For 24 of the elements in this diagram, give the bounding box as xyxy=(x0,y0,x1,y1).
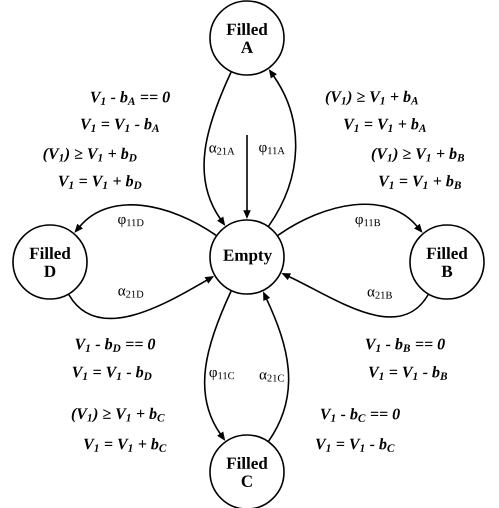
condition-label: V$_{1}$ = V$_{1}$ - b$_{C}$ xyxy=(316,438,395,452)
condition-label: V$_{1}$ - b$_{A}$ == 0 xyxy=(90,91,170,105)
condition-label: V$_{1}$ - b$_{C}$ == 0 xyxy=(320,408,400,422)
edge-label: α$_{21B}$ xyxy=(368,289,392,299)
condition-label: V$_{1}$ = V$_{1}$ + b$_{B}$ xyxy=(379,175,461,189)
condition-label: V$_{1}$ = V$_{1}$ - b$_{A}$ xyxy=(80,118,160,132)
condition-label: (V$_{1}$) ≥ V$_{1}$ + b$_{B}$ xyxy=(372,148,464,162)
condition-label: V$_{1}$ - b$_{D}$ == 0 xyxy=(75,338,156,352)
condition-label: (V$_{1}$) ≥ V$_{1}$ + b$_{D}$ xyxy=(43,148,137,162)
condition-label: V$_{1}$ = V$_{1}$ - b$_{D}$ xyxy=(72,366,152,380)
edge-label: α$_{21A}$ xyxy=(209,145,235,155)
edge-label: φ$_{11C}$ xyxy=(209,370,234,380)
condition-label: V$_{1}$ = V$_{1}$ + b$_{A}$ xyxy=(344,118,426,132)
edge-label: φ$_{11A}$ xyxy=(259,144,285,156)
condition-label: V$_{1}$ - b$_{B}$ == 0 xyxy=(366,338,445,352)
condition-label: V$_{1}$ = V$_{1}$ + b$_{D}$ xyxy=(58,175,142,189)
condition-label: (V$_{1}$) ≥ V$_{1}$ + b$_{C}$ xyxy=(72,408,165,422)
edge-label: α$_{21D}$ xyxy=(118,288,144,298)
edge-label: φ$_{11D}$ xyxy=(118,216,144,228)
condition-label: (V$_{1}$) ≥ V$_{1}$ + b$_{A}$ xyxy=(326,90,418,106)
condition-label: V$_{1}$ = V$_{1}$ - b$_{B}$ xyxy=(368,366,448,380)
edge-label: α$_{21C}$ xyxy=(260,372,284,382)
edge-label: φ$_{11B}$ xyxy=(355,216,380,228)
condition-label: V$_{1}$ = V$_{1}$ + b$_{C}$ xyxy=(84,438,166,452)
